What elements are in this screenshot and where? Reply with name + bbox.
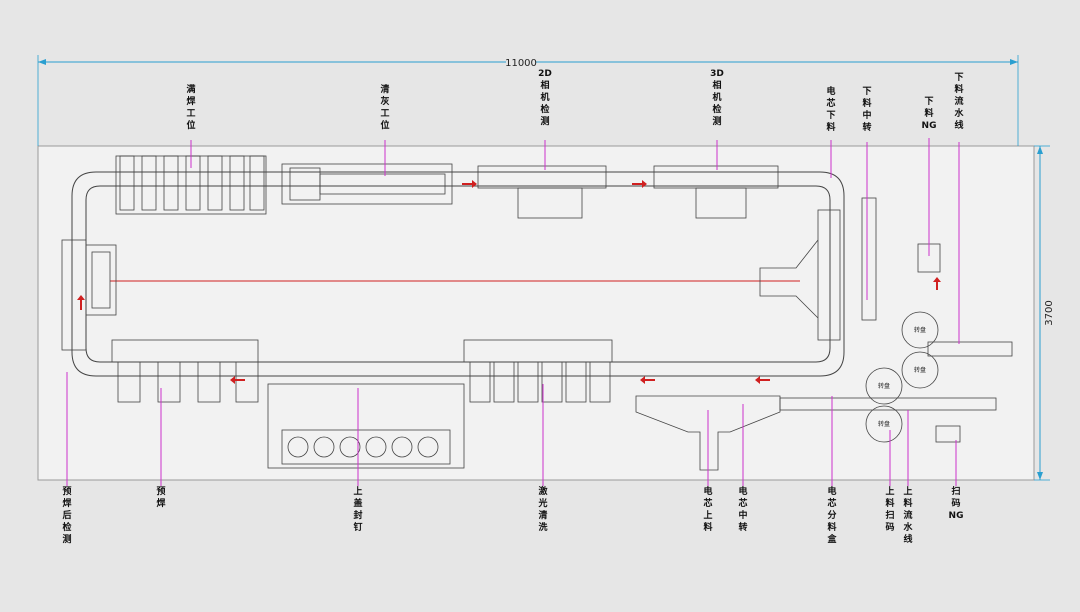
turntable-label: 转盘 — [914, 326, 926, 334]
station-post-check-label: 预焊后检测 — [62, 486, 71, 545]
right-transfer-assembly — [759, 197, 941, 341]
cleaning-station — [281, 163, 453, 205]
station-post-check-text: 预焊后检测 — [62, 486, 71, 545]
camera-2d-station — [477, 165, 607, 219]
width-dimension: 11000 — [37, 55, 1019, 146]
cap-seal-station — [267, 383, 465, 469]
pre-weld-check-equipment — [61, 239, 117, 351]
turntable-label: 转盘 — [878, 382, 890, 390]
station-load-scan-text: 上料扫码 — [885, 485, 894, 533]
station-unload-transfer-label: 下料中转 — [862, 86, 871, 133]
cell-load-station — [635, 395, 781, 471]
station-cell-sort-label: 电芯分料盒 — [826, 485, 837, 545]
station-load-line-label: 上料流水线 — [903, 485, 913, 545]
turntable-label: 转盘 — [914, 366, 926, 374]
station-welding-text: 满焊工位 — [186, 83, 195, 131]
laser-clean-station — [463, 339, 613, 403]
turntable-label: 转盘 — [878, 420, 890, 428]
station-prewelding-label: 预焊 — [156, 486, 165, 509]
station-laser-clean-label: 激光清洗 — [537, 485, 547, 533]
station-unload-line-label: 下料流水线 — [954, 72, 964, 131]
station-welding-label: 满焊工位 — [186, 83, 195, 131]
height-dimension: 3700 — [1034, 145, 1055, 481]
station-cell-sort-text: 电芯分料盒 — [826, 485, 837, 545]
station-cell-transfer-label: 电芯中转 — [738, 485, 747, 533]
station-load-line-text: 上料流水线 — [903, 485, 913, 545]
station-unload-transfer-text: 下料中转 — [862, 86, 871, 133]
station-cap-seal-label: 上盖封钉 — [353, 485, 362, 533]
station-unload-line-text: 下料流水线 — [954, 72, 964, 131]
station-cell-transfer-text: 电芯中转 — [738, 485, 747, 533]
station-cell-load-text: 电芯上料 — [703, 485, 712, 533]
station-cell-unload-label: 电芯下料 — [826, 85, 835, 133]
station-laser-clean-text: 激光清洗 — [537, 485, 547, 533]
camera-3d-station — [653, 165, 779, 219]
height-label: 3700 — [1044, 300, 1055, 325]
width-label: 11000 — [505, 58, 537, 69]
prewelding-station — [111, 339, 259, 403]
flow-arrows — [77, 180, 941, 384]
station-cell-load-label: 电芯上料 — [703, 485, 712, 533]
conveyor-loop — [71, 171, 845, 377]
station-cap-seal-text: 上盖封钉 — [353, 485, 362, 533]
station-cleaning-label: 清灰工位 — [380, 83, 389, 131]
turntables — [865, 311, 939, 443]
turntable-labels: 转盘 转盘 转盘 转盘 — [878, 326, 926, 428]
station-load-scan-label: 上料扫码 — [885, 485, 894, 533]
station-cell-unload-text: 电芯下料 — [826, 85, 835, 133]
callout-lines — [66, 138, 960, 486]
station-prewelding-text: 预焊 — [156, 486, 165, 509]
station-cleaning-text: 清灰工位 — [380, 83, 389, 131]
